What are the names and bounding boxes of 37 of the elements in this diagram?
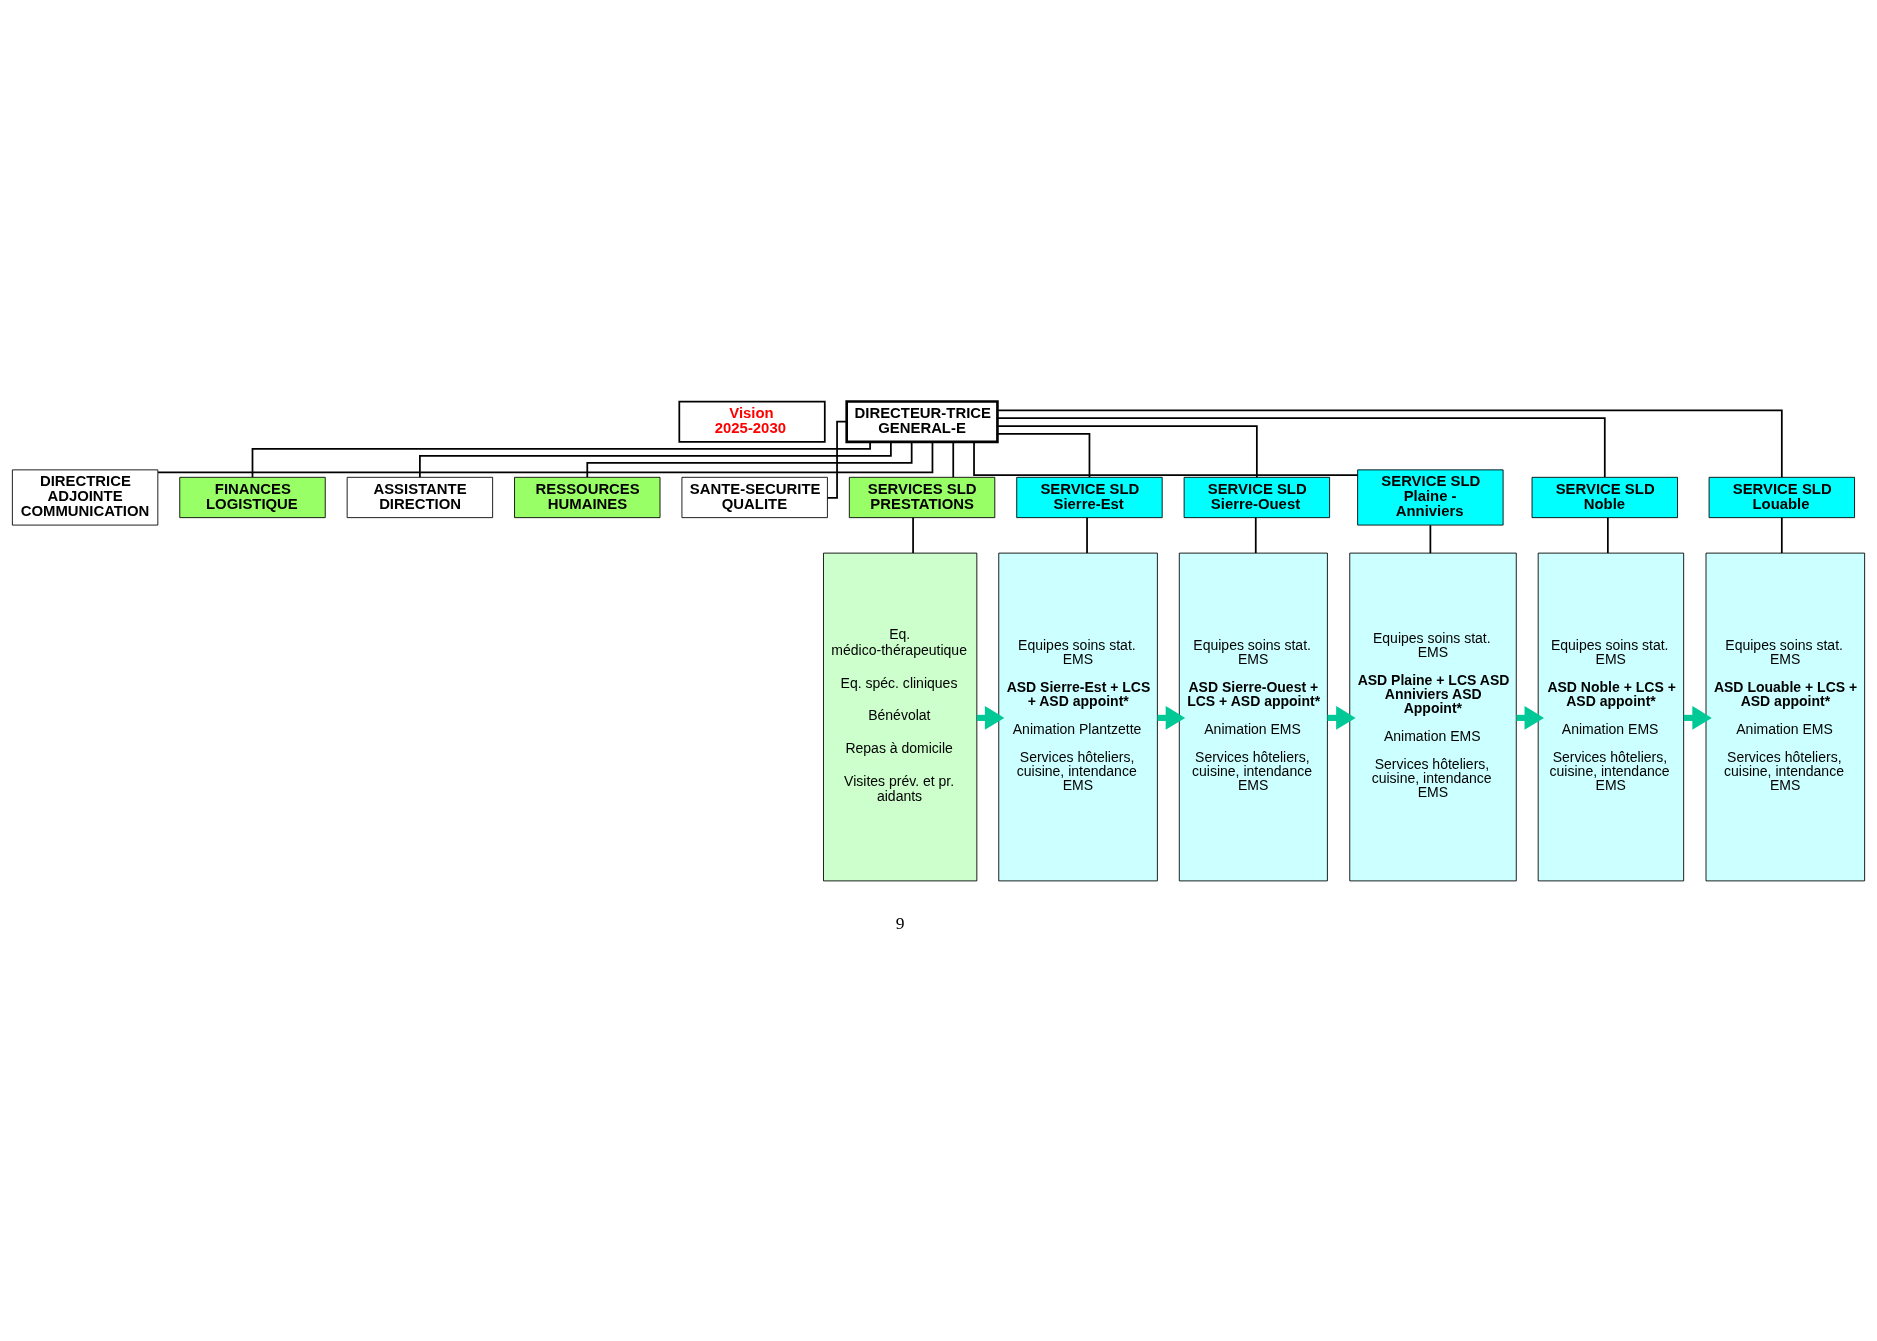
connector bbox=[996, 432, 1091, 478]
node-box: SERVICE SLD Plaine - Anniviers bbox=[1357, 468, 1504, 526]
node-box: Equipes soins stat. EMS ASD Noble + LCS + ASD appoint* Animation EMS Services hôteliers, cuisine, intendance EMS bbox=[1537, 552, 1685, 881]
connector bbox=[912, 516, 914, 554]
connector bbox=[1086, 516, 1088, 554]
connector bbox=[826, 420, 848, 499]
node-box: SERVICES SLD PRESTATIONS bbox=[848, 476, 996, 518]
connector bbox=[996, 424, 1258, 478]
node-box: DIRECTRICE ADJOINTE COMMUNICATION bbox=[11, 468, 159, 526]
node-box: RESSOURCES HUMAINES bbox=[514, 476, 661, 518]
connector bbox=[952, 440, 955, 478]
node-box: SERVICE SLD Noble bbox=[1531, 476, 1678, 518]
connector bbox=[157, 440, 934, 473]
connector bbox=[996, 416, 1606, 478]
node-box: SERVICE SLD Sierre-Est bbox=[1016, 476, 1163, 518]
connector bbox=[1429, 523, 1432, 554]
connector bbox=[973, 440, 1359, 476]
connector bbox=[1780, 516, 1783, 554]
connector bbox=[419, 440, 892, 478]
connector bbox=[251, 440, 871, 478]
node-box: SERVICE SLD Sierre-Ouest bbox=[1183, 476, 1331, 518]
node-box: Equipes soins stat. EMS ASD Sierre-Ouest + LCS + ASD appoint* Animation EMS Services hôteliers, cuisine, intendance EMS bbox=[1178, 552, 1328, 881]
node-box: DIRECTEUR-TRICE GENERAL-E bbox=[845, 399, 999, 443]
node-box: Equipes soins stat. EMS ASD Louable + LCS + ASD appoint* Animation EMS Services hôteliers, cuisine, intendance EMS bbox=[1705, 552, 1866, 881]
connector bbox=[1606, 516, 1609, 554]
node-box: Vision 2025-2030 bbox=[678, 400, 826, 443]
node-box: Equipes soins stat. EMS ASD Sierre-Est + LCS + ASD appoint* Animation Plantzette Services hôteliers, cuisine, intendance EMS bbox=[998, 552, 1158, 881]
node-box: Eq. médico-thérapeutique Eq. spéc. cliniques Bénévolat Repas à domicile Visites prév. et pr. aidants bbox=[823, 552, 978, 881]
node-box: Equipes soins stat. EMS ASD Plaine + LCS ASD Anniviers ASD Appoint* Animation EMS Services hôteliers, cuisine, intendance EMS bbox=[1349, 552, 1517, 881]
connector bbox=[996, 408, 1783, 478]
node-box: SANTE-SECURITE QUALITE bbox=[681, 476, 828, 518]
node-box: FINANCES LOGISTIQUE bbox=[179, 476, 326, 518]
node-box: ASSISTANTE DIRECTION bbox=[346, 476, 494, 518]
node-box: SERVICE SLD Louable bbox=[1708, 476, 1855, 518]
connector bbox=[586, 440, 913, 478]
connector bbox=[1254, 516, 1257, 554]
label: 9 bbox=[895, 912, 905, 933]
